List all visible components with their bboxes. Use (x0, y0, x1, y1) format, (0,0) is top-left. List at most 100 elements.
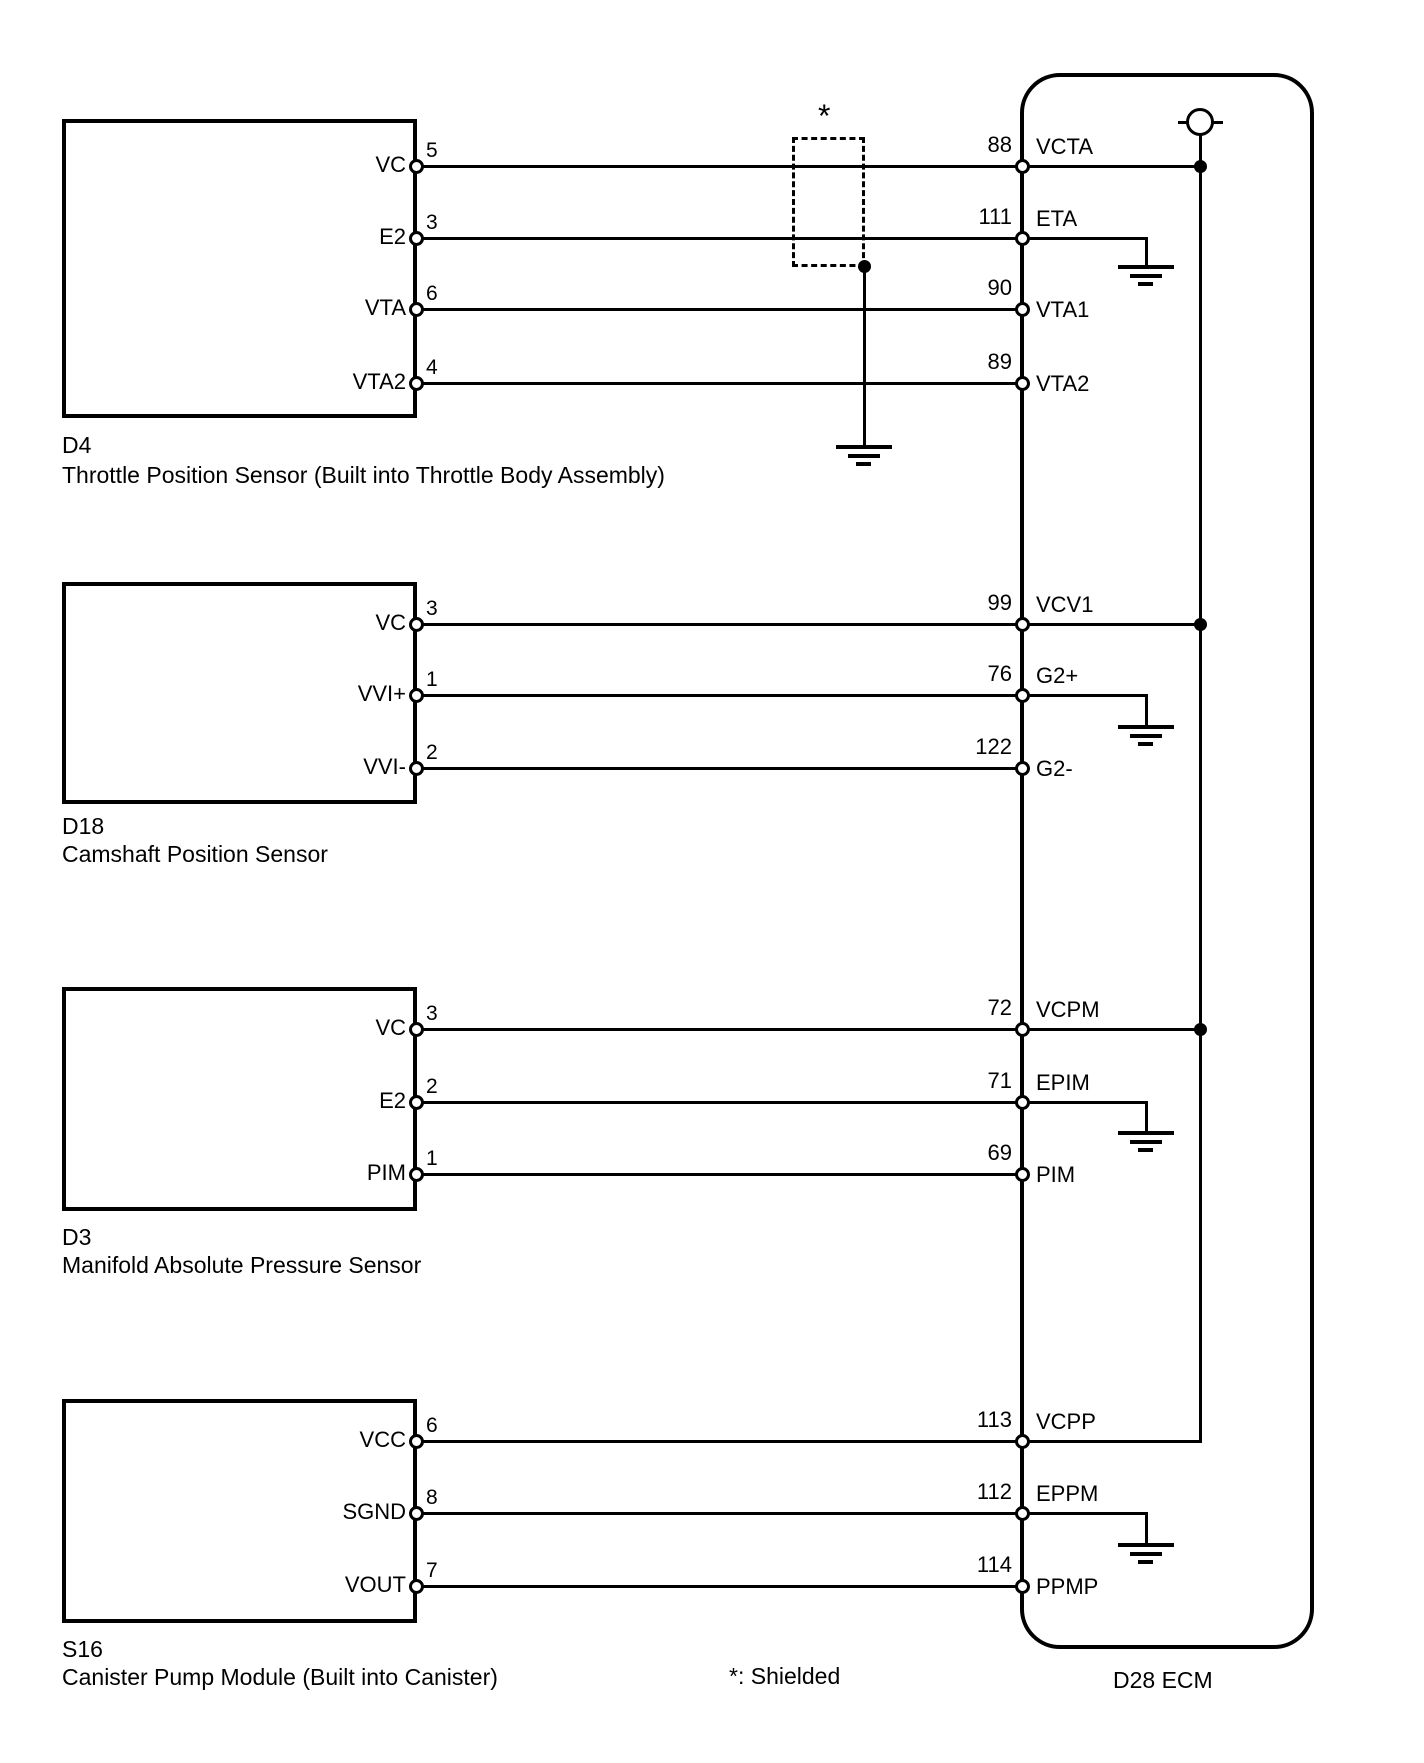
pin-d4-e2 (409, 231, 424, 246)
caption-id-d18: D18 (62, 813, 105, 839)
pin-name-d4-vta: VTA (364, 295, 406, 320)
wire-d4-vta-vta1 (416, 308, 1023, 311)
ecm-pin-number-69: 69 (987, 1140, 1012, 1165)
pin-name-s16-sgnd: SGND (342, 1499, 406, 1524)
pin-name-d3-e2: E2 (379, 1088, 406, 1113)
pin-name-d4-e2: E2 (379, 224, 406, 249)
pin-number-s16-vout: 7 (426, 1559, 438, 1582)
ground-symbol-eppm (1118, 1543, 1174, 1565)
pin-d4-vta2 (409, 376, 424, 391)
eta-ground-wire (1145, 237, 1148, 269)
pin-number-s16-sgnd: 8 (426, 1486, 438, 1509)
ecm-pin-111 (1015, 231, 1030, 246)
ecm-pin-name-eta: ETA (1036, 206, 1078, 231)
ecm-pin-number-111: 111 (978, 204, 1012, 229)
g2p-ground-wire (1145, 694, 1148, 729)
pin-d3-vc (409, 1022, 424, 1037)
ecm-pin-name-epim: EPIM (1036, 1070, 1090, 1095)
ecm-pin-number-112: 112 (976, 1479, 1012, 1504)
pin-number-d18-vc: 3 (426, 597, 438, 620)
wire-d18-vvip-g2p (416, 694, 1146, 697)
ecm-pin-number-122: 122 (975, 734, 1012, 759)
sensor-box-d3 (62, 987, 417, 1211)
ecm-box (1020, 73, 1314, 1649)
ecm-pin-76 (1015, 688, 1030, 703)
junction-dot-vcv1 (1194, 618, 1207, 631)
pin-d18-vc (409, 617, 424, 632)
wire-d3-vc-vcpm (416, 1028, 1200, 1031)
wire-d4-vta2-vta2 (416, 382, 1023, 385)
ecm-pin-name-eppm: EPPM (1036, 1481, 1099, 1506)
ecm-pin-number-99: 99 (987, 590, 1012, 615)
ecm-pin-number-76: 76 (987, 661, 1012, 686)
ground-terminal-circle-icon (1186, 108, 1214, 136)
ground-symbol-g2p (1118, 725, 1174, 747)
pin-name-d4-vta2: VTA2 (352, 369, 406, 394)
ecm-pin-name-vta2: VTA2 (1036, 371, 1090, 396)
pin-name-d18-vvim: VVI- (363, 754, 406, 779)
pin-s16-sgnd (409, 1506, 424, 1521)
pin-number-s16-vcc: 6 (426, 1414, 438, 1437)
ecm-pin-number-114: 114 (976, 1552, 1012, 1577)
ecm-pin-number-72: 72 (987, 995, 1012, 1020)
ecm-pin-71 (1015, 1095, 1030, 1110)
caption-id-s16: S16 (62, 1636, 103, 1662)
ecm-pin-number-71: 71 (987, 1068, 1012, 1093)
ecm-pin-number-113: 113 (976, 1407, 1012, 1432)
caption-id-d3: D3 (62, 1224, 92, 1250)
pin-number-d3-vc: 3 (426, 1002, 438, 1025)
vc-power-rail (1199, 134, 1202, 1443)
wire-d3-e2-epim (416, 1101, 1146, 1104)
ecm-pin-name-g2m: G2- (1036, 756, 1073, 781)
wire-d4-vc-vcta (416, 165, 1200, 168)
pin-d3-pim (409, 1167, 424, 1182)
caption-name-d18: Camshaft Position Sensor (62, 841, 328, 867)
pin-name-d3-pim: PIM (366, 1160, 406, 1185)
pin-s16-vout (409, 1579, 424, 1594)
pin-name-s16-vout: VOUT (344, 1572, 406, 1597)
ecm-pin-72 (1015, 1022, 1030, 1037)
pin-name-s16-vcc: VCC (359, 1427, 406, 1452)
caption-name-d3: Manifold Absolute Pressure Sensor (62, 1252, 422, 1278)
pin-d18-vvip (409, 688, 424, 703)
pin-number-d3-e2: 2 (426, 1075, 438, 1098)
pin-name-d18-vvip: VVI+ (357, 681, 406, 706)
ecm-pin-name-vcpp: VCPP (1036, 1409, 1096, 1434)
wire-d3-pim-pim (416, 1173, 1023, 1176)
pin-number-d18-vvim: 2 (426, 741, 438, 764)
ecm-pin-112 (1015, 1506, 1030, 1521)
ecm-pin-number-88: 88 (987, 132, 1012, 157)
ground-symbol-shield (836, 445, 892, 467)
pin-d18-vvim (409, 761, 424, 776)
ecm-pin-name-vcta: VCTA (1036, 134, 1094, 159)
shield-box (792, 137, 865, 267)
ecm-pin-name-ppmp: PPMP (1036, 1574, 1099, 1599)
pin-number-d4-vta2: 4 (426, 356, 438, 379)
eppm-ground-wire (1145, 1512, 1148, 1547)
junction-dot-vcta (1194, 160, 1207, 173)
caption-name-s16: Canister Pump Module (Built into Caniste… (62, 1664, 498, 1690)
epim-ground-wire (1145, 1101, 1148, 1135)
caption-ecm: D28 ECM (1113, 1667, 1213, 1693)
pin-number-d4-vta: 6 (426, 282, 438, 305)
pin-number-d4-vc: 5 (426, 139, 438, 162)
ground-symbol-epim (1118, 1131, 1174, 1153)
caption-id-d4: D4 (62, 432, 92, 458)
shield-legend: *: Shielded (729, 1663, 841, 1689)
ecm-pin-number-90: 90 (987, 275, 1012, 300)
ecm-pin-name-vta1: VTA1 (1036, 297, 1090, 322)
ecm-pin-name-g2p: G2+ (1036, 663, 1079, 688)
ground-symbol-eta (1118, 265, 1174, 287)
ecm-pin-88 (1015, 159, 1030, 174)
ecm-pin-89 (1015, 376, 1030, 391)
wire-d18-vc-vcv1 (416, 623, 1200, 626)
wire-d18-vvim-g2m (416, 767, 1023, 770)
pin-number-d18-vvip: 1 (426, 668, 438, 691)
wire-s16-vout-ppmp (416, 1585, 1023, 1588)
pin-name-d3-vc: VC (375, 1015, 406, 1040)
ecm-pin-69 (1015, 1167, 1030, 1182)
pin-name-d18-vc: VC (375, 610, 406, 635)
caption-name-d4: Throttle Position Sensor (Built into Thr… (62, 462, 665, 488)
ecm-pin-number-89: 89 (987, 349, 1012, 374)
